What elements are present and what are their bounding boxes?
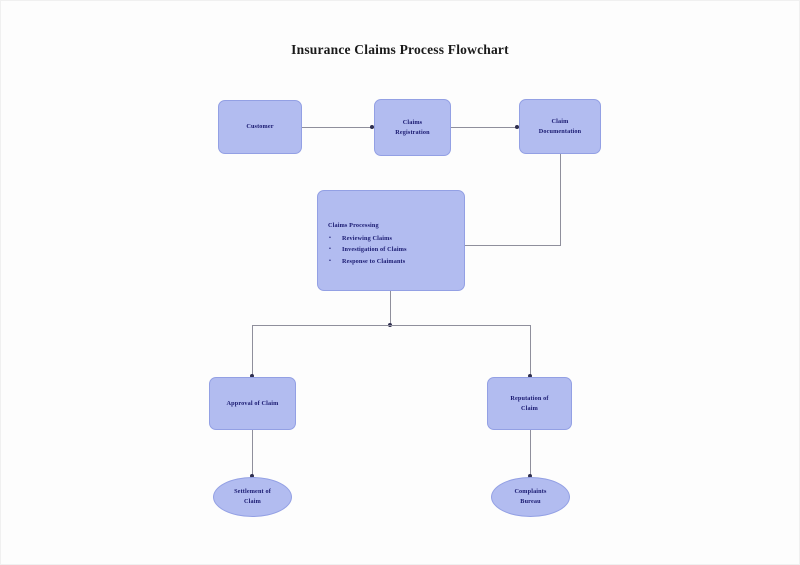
list-item: • Investigation of Claims — [328, 244, 407, 255]
edge-customer-to-registration — [302, 127, 374, 128]
page-title: Insurance Claims Process Flowchart — [291, 42, 509, 57]
edge-split-to-approval — [252, 325, 253, 377]
node-claim-documentation-label: Claim Documentation — [538, 117, 582, 135]
edge-processing-down — [390, 291, 391, 325]
edge-registration-to-documentation — [451, 127, 519, 128]
bullet-icon: • — [329, 246, 332, 253]
edge-documentation-to-processing — [465, 245, 561, 246]
bullet-icon: • — [329, 257, 332, 264]
node-claims-registration[interactable]: Claims Registration — [374, 99, 451, 156]
node-claims-registration-label: Claims Registration — [395, 118, 430, 136]
list-item-label: Reviewing Claims — [342, 234, 393, 242]
node-claims-processing-heading: Claims Processing — [328, 222, 379, 229]
node-settlement-of-claim-label: Settlement of Claim — [234, 488, 271, 505]
node-customer-label: Customer — [246, 123, 274, 131]
claims-processing-list: • Reviewing Claims • Investigation of Cl… — [328, 233, 407, 267]
node-claim-documentation[interactable]: Claim Documentation — [519, 99, 601, 154]
edge-split-to-reputation — [530, 325, 531, 377]
node-claims-processing[interactable]: Claims Processing • Reviewing Claims • I… — [317, 190, 465, 291]
node-customer[interactable]: Customer — [218, 100, 302, 154]
edge-split-bar — [252, 325, 530, 326]
edge-approval-to-settlement — [252, 430, 253, 477]
list-item: • Reviewing Claims — [328, 233, 407, 244]
arrowhead-registration-in — [370, 125, 374, 129]
node-settlement-of-claim[interactable]: Settlement of Claim — [213, 477, 292, 517]
node-reputation-of-claim-label: Reputation of Claim — [510, 394, 549, 412]
arrowhead-documentation-in — [515, 125, 519, 129]
node-complaints-bureau[interactable]: Complaints Bureau — [491, 477, 570, 517]
list-item: • Response to Claimants — [328, 256, 407, 267]
node-approval-of-claim[interactable]: Approval of Claim — [209, 377, 296, 430]
list-item-label: Investigation of Claims — [342, 246, 407, 254]
edge-documentation-down — [560, 153, 561, 245]
arrowhead-reputation-in — [528, 374, 532, 378]
node-approval-of-claim-label: Approval of Claim — [226, 399, 279, 407]
node-complaints-bureau-label: Complaints Bureau — [514, 488, 547, 505]
edge-reputation-to-complaints — [530, 430, 531, 477]
list-item-label: Response to Claimants — [342, 257, 406, 265]
bullet-icon: • — [329, 234, 332, 241]
arrowhead-approval-in — [250, 374, 254, 378]
arrowhead-settlement-in — [250, 474, 254, 478]
arrowhead-complaints-in — [528, 474, 532, 478]
node-reputation-of-claim[interactable]: Reputation of Claim — [487, 377, 572, 430]
